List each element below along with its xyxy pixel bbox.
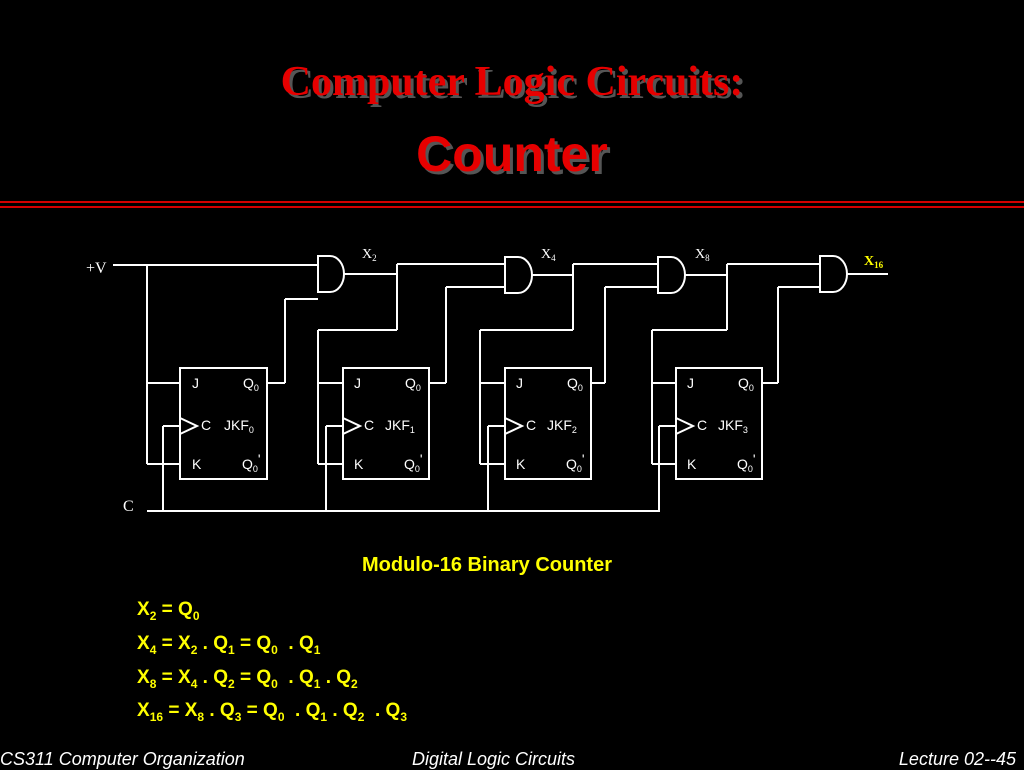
equation-subscript: 2 — [149, 608, 157, 623]
equation-text: = Q — [234, 666, 272, 688]
equation-subscript: 0 — [271, 642, 278, 657]
equation-subscript: 0 — [271, 676, 278, 691]
ff1-j-label: J — [354, 375, 361, 391]
diagram-caption: Modulo-16 Binary Counter — [361, 554, 612, 576]
ff0-k-label: K — [192, 456, 202, 472]
and-gate-1 — [317, 255, 345, 293]
ff2-q-label: Q0 — [567, 375, 583, 393]
equation-x8: X8 = X4 . Q2 = Q0 . Q1 . Q2 — [137, 664, 407, 698]
plus-v-label: +V — [86, 260, 107, 277]
title-divider-bottom — [0, 206, 1024, 208]
title-divider-top — [0, 201, 1024, 203]
equation-subscript: 2 — [190, 642, 198, 657]
equation-subscript: 1 — [313, 676, 321, 691]
ff1-q-label: Q0 — [405, 375, 421, 393]
ff0-qn-label: Q0' — [242, 451, 261, 474]
equation-subscript: 0 — [192, 608, 200, 623]
slide-title: Computer Logic Circuits: — [280, 59, 744, 105]
equation-subscript: 3 — [400, 710, 407, 725]
flipflop-3-box — [675, 367, 763, 480]
ff3-name-label: JKF3 — [718, 417, 748, 435]
ff2-qn-label: Q0' — [566, 451, 585, 474]
equation-subscript: 2 — [228, 676, 235, 691]
equations-list: X2 = Q0 X4 = X2 . Q1 = Q0 . Q1 X8 = X4 .… — [137, 596, 407, 731]
equation-text: = Q — [234, 632, 272, 654]
counter-circuit-diagram: +V C X2 X4 X8 X16 J Q0 C JKF0 K Q0' J Q0… — [86, 247, 888, 515]
equation-subscript: 8 — [197, 710, 205, 725]
ff0-name-label: JKF0 — [224, 417, 254, 435]
ff1-qn-label: Q0' — [404, 451, 423, 474]
equation-text: . Q — [277, 632, 314, 654]
equation-text: . Q — [327, 700, 358, 722]
ff3-j-label: J — [687, 375, 694, 391]
equation-text: . Q — [364, 700, 401, 722]
equation-subscript: 2 — [351, 676, 358, 691]
equation-text: . Q — [320, 666, 352, 688]
equation-subscript: 0 — [277, 710, 285, 725]
footer-course: CS311 Computer Organization — [0, 749, 245, 769]
equation-text: X — [137, 632, 150, 654]
flipflop-0-box — [179, 367, 268, 480]
and-gate-2 — [504, 256, 533, 294]
clock-label: C — [123, 498, 134, 515]
equation-subscript: 4 — [149, 642, 157, 657]
equation-text: = X — [156, 666, 191, 688]
equation-text: = X — [163, 700, 198, 722]
ff3-q-label: Q0 — [738, 375, 754, 393]
footer-lecture: Lecture 02--45 — [898, 749, 1016, 769]
equation-text: . Q — [284, 700, 321, 722]
ff1-c-label: C — [364, 417, 374, 433]
equation-text: . Q — [197, 666, 229, 688]
equation-subscript: 8 — [149, 676, 157, 691]
ff2-c-label: C — [526, 417, 536, 433]
and-gate-3 — [657, 256, 686, 294]
equation-text: = Q — [156, 599, 193, 620]
equation-x2: X2 = Q0 — [137, 596, 407, 630]
ff1-k-label: K — [354, 456, 364, 472]
equation-text: X — [137, 599, 150, 620]
equation-text: = Q — [241, 700, 278, 722]
equation-text: = X — [156, 632, 191, 654]
x16-label: X16 — [864, 254, 884, 270]
equation-subscript: 3 — [234, 710, 242, 725]
flipflop-2-box — [504, 367, 592, 480]
ff0-q-label: Q0 — [243, 375, 259, 393]
ff3-qn-label: Q0' — [737, 451, 756, 474]
ff3-k-label: K — [687, 456, 697, 472]
slide-subtitle: Counter — [416, 126, 608, 182]
ff2-j-label: J — [516, 375, 523, 391]
equation-subscript: 1 — [313, 642, 321, 657]
equation-text: X — [137, 666, 150, 688]
ff2-k-label: K — [516, 456, 526, 472]
ff0-j-label: J — [192, 375, 199, 391]
flipflop-1-box — [342, 367, 430, 480]
x8-label: X8 — [695, 247, 710, 263]
x4-label: X4 — [541, 247, 556, 263]
equation-text: . Q — [204, 700, 235, 722]
equation-x16: X16 = X8 . Q3 = Q0 . Q1 . Q2 . Q3 — [137, 697, 407, 731]
equation-subscript: 16 — [149, 710, 164, 725]
footer-topic: Digital Logic Circuits — [412, 749, 576, 769]
ff2-name-label: JKF2 — [547, 417, 577, 435]
ff1-name-label: JKF1 — [385, 417, 415, 435]
equation-text: . Q — [277, 666, 314, 688]
ff3-c-label: C — [697, 417, 707, 433]
clock-triangle-icon — [675, 417, 696, 435]
equation-text: . Q — [197, 632, 229, 654]
ff0-c-label: C — [201, 417, 211, 433]
equation-text: X — [137, 700, 150, 722]
equation-subscript: 1 — [320, 710, 328, 725]
clock-triangle-icon — [179, 417, 200, 435]
clock-triangle-icon — [342, 417, 363, 435]
equation-x4: X4 = X2 . Q1 = Q0 . Q1 — [137, 630, 407, 664]
equation-subscript: 4 — [190, 676, 198, 691]
wires — [113, 263, 888, 512]
equation-subscript: 1 — [228, 642, 235, 657]
clock-triangle-icon — [504, 417, 525, 435]
and-gate-4 — [819, 255, 848, 293]
x2-label: X2 — [362, 247, 377, 263]
equation-subscript: 2 — [357, 710, 365, 725]
